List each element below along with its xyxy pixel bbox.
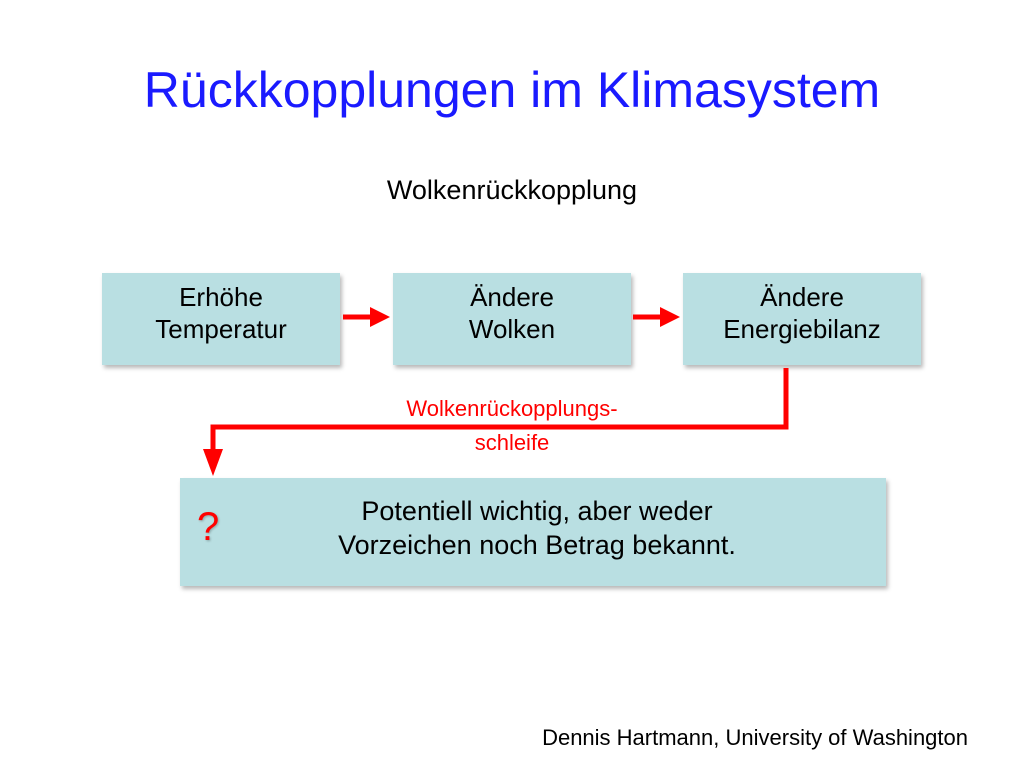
loop-arrow-head [203,449,223,476]
slide-title: Rückkopplungen im Klimasystem [143,62,881,118]
loop-label: Wolkenrückopplungs- schleife [406,396,618,455]
slide-subtitle: Wolkenrückkopplung [386,175,638,205]
arrow-1-head [370,307,390,327]
arrow-2-head [660,307,680,327]
box-change-clouds-label: Ändere Wolken [468,282,556,344]
result-box: Potentiell wichtig, aber weder Vorzeiche… [180,478,886,586]
box-change-energy-balance-label: Ändere Energiebilanz [723,282,881,344]
box-change-clouds: Ändere Wolken [393,273,631,365]
result-text: Potentiell wichtig, aber weder Vorzeiche… [338,496,736,560]
box-change-energy-balance: Ändere Energiebilanz [683,273,921,365]
loop-arrow-path [210,368,789,451]
box-raise-temperature-label: Erhöhe Temperatur [155,282,287,344]
question-mark: ? [197,505,220,549]
box-raise-temperature: Erhöhe Temperatur [102,273,340,365]
footer-credit: Dennis Hartmann, University of Washingto… [542,725,968,750]
